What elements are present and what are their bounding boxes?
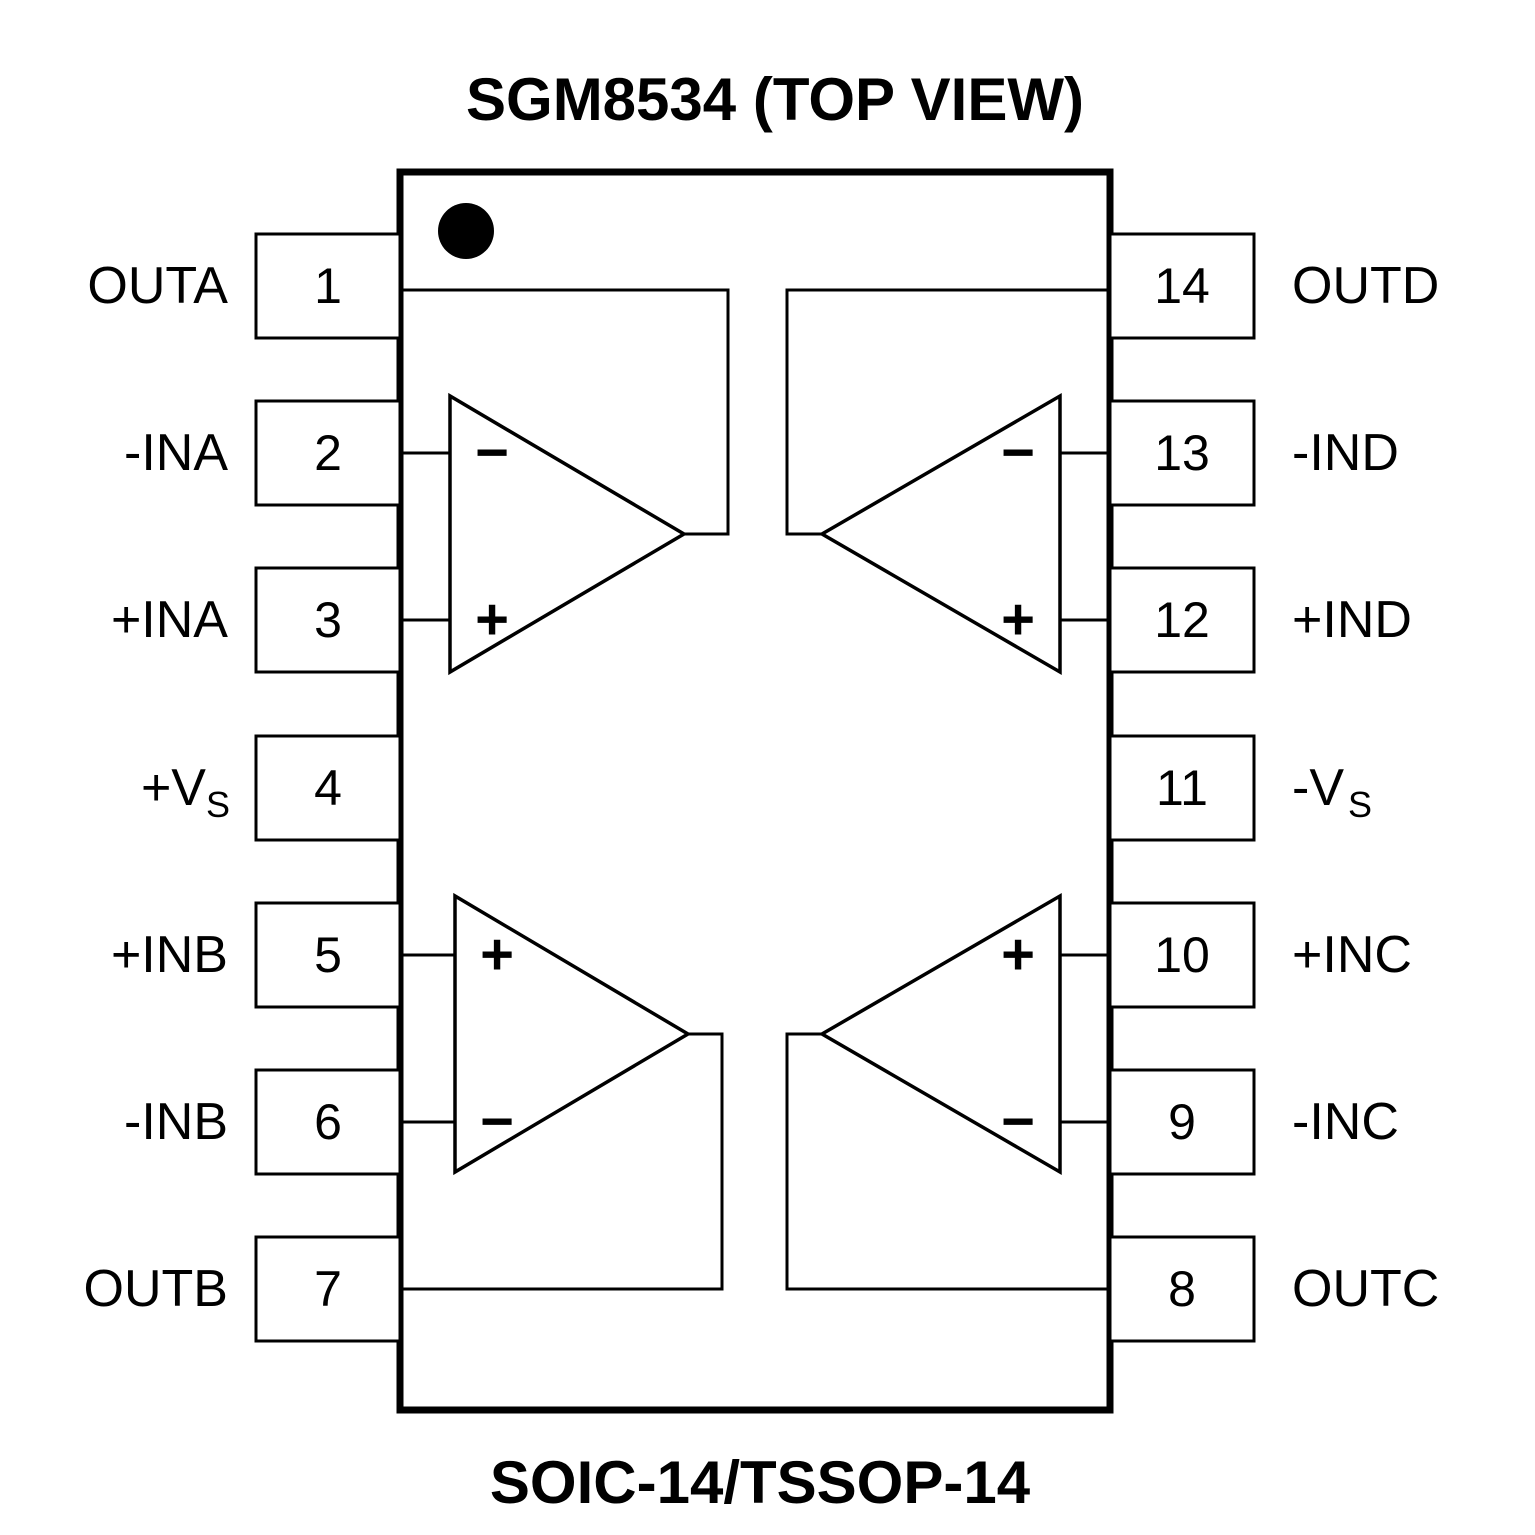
pin-label-neg-inc: -INC: [1292, 1093, 1399, 1151]
pin-box-6: [254, 1068, 402, 1176]
pin-label-pos-inc: +INC: [1292, 926, 1412, 984]
pin-label-pos-ind: +IND: [1292, 591, 1412, 649]
pin-label-pos-inb: +INB: [111, 926, 228, 984]
pin-label-neg-inb: -INB: [124, 1093, 228, 1151]
pin-box-14: [1108, 232, 1256, 340]
pin-box-5: [254, 901, 402, 1009]
pin-box-8: [1108, 1235, 1256, 1343]
pin-label-neg-vs: -V: [1292, 759, 1344, 817]
pin-label-neg-ind: -IND: [1292, 424, 1399, 482]
pin-number-9: 9: [1168, 1094, 1196, 1150]
pin-label-neg-vs-sub: S: [1348, 784, 1372, 825]
diagram-title: SGM8534 (TOP VIEW): [466, 66, 1084, 133]
left-pin-column: 1 OUTA 2 -INA 3 +INA 4 +V S 5 +INB 6 -IN…: [84, 232, 402, 1343]
pin-label-pos-vs: +V: [141, 759, 206, 817]
pin-box-10: [1108, 901, 1256, 1009]
opamp-a-minus-sign: −: [475, 420, 509, 485]
pin-box-12: [1108, 566, 1256, 674]
pin-label-outc: OUTC: [1292, 1260, 1439, 1318]
pin-number-8: 8: [1168, 1261, 1196, 1317]
pin-label-outd: OUTD: [1292, 257, 1439, 315]
opamp-a-output-wire: [400, 288, 730, 536]
opamp-c-output-wire: [785, 1032, 1110, 1291]
pin-box-2: [254, 399, 402, 507]
pin-number-7: 7: [314, 1261, 342, 1317]
opamp-c: + −: [785, 892, 1110, 1291]
pin1-indicator-dot: [438, 203, 494, 259]
pin-number-6: 6: [314, 1094, 342, 1150]
opamp-a-plus-sign: +: [475, 587, 509, 652]
right-pin-column: 14 OUTD 13 -IND 12 +IND 11 -V S 10 +INC …: [1108, 232, 1439, 1343]
opamp-b-triangle: [453, 892, 692, 1176]
pin-box-4: [254, 734, 402, 842]
pin-number-3: 3: [314, 592, 342, 648]
opamp-b: + −: [400, 892, 724, 1291]
opamp-d-output-wire: [785, 288, 1110, 536]
opamp-b-minus-sign: −: [480, 1089, 514, 1154]
pin-label-pos-ina: +INA: [111, 591, 228, 649]
opamp-d: − +: [785, 288, 1110, 676]
pin-label-neg-ina: -INA: [124, 424, 228, 482]
opamp-d-minus-sign: −: [1001, 420, 1035, 485]
pin-box-1: [254, 232, 402, 340]
opamp-b-plus-sign: +: [480, 922, 514, 987]
opamp-c-plus-sign: +: [1001, 922, 1035, 987]
pin-box-7: [254, 1235, 402, 1343]
pin-box-3: [254, 566, 402, 674]
opamp-d-plus-sign: +: [1001, 587, 1035, 652]
opamp-a-triangle: [448, 392, 688, 676]
pin-number-10: 10: [1154, 927, 1210, 983]
pin-label-outa: OUTA: [87, 257, 228, 315]
opamp-c-triangle: [818, 892, 1062, 1176]
pin-number-4: 4: [314, 760, 342, 816]
pin-number-11: 11: [1156, 760, 1208, 816]
ic-body: [396, 168, 1114, 1414]
pin-number-5: 5: [314, 927, 342, 983]
pin-box-11: [1108, 734, 1256, 842]
pin-number-13: 13: [1154, 425, 1210, 481]
opamp-c-minus-sign: −: [1001, 1089, 1035, 1154]
pin-box-9: [1108, 1068, 1256, 1176]
pin-number-2: 2: [314, 425, 342, 481]
pin-number-1: 1: [314, 258, 342, 314]
opamp-a: − +: [400, 288, 730, 676]
opamp-d-triangle: [818, 392, 1062, 676]
pin-label-pos-vs-sub: S: [206, 784, 230, 825]
pin-number-12: 12: [1154, 592, 1210, 648]
pin-label-outb: OUTB: [84, 1260, 228, 1318]
package-caption: SOIC-14/TSSOP-14: [490, 1449, 1031, 1516]
pin-number-14: 14: [1154, 258, 1210, 314]
opamp-b-output-wire: [400, 1032, 724, 1291]
